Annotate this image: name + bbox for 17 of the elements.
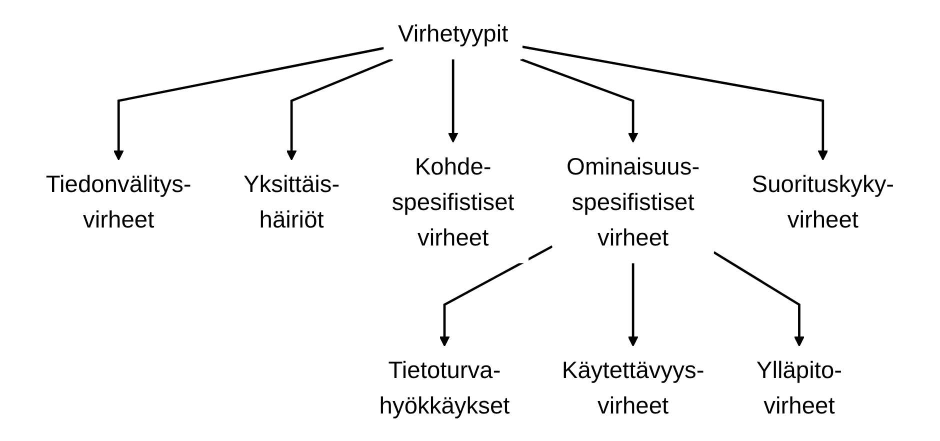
arrow xyxy=(522,46,828,161)
node-text: Kohde- spesifistiset virheet xyxy=(392,154,514,252)
arrow xyxy=(448,59,458,143)
node-text: Ylläpito- virheet xyxy=(756,358,842,420)
node-text: Yksittäis- häiriöt xyxy=(243,172,340,234)
arrow xyxy=(113,46,384,161)
node-text: Käytettävyys- virheet xyxy=(562,358,704,420)
node-text: Virhetyypit xyxy=(398,21,508,48)
node-text: Suorituskyky- virheet xyxy=(752,172,894,234)
arrow xyxy=(439,245,553,347)
arrow xyxy=(286,58,393,161)
arrow xyxy=(713,251,804,347)
arrow xyxy=(520,58,638,143)
node-text: Ominaisuus- spesifistiset virheet xyxy=(566,154,700,252)
node-text: Tietoturva- hyökkäykset xyxy=(379,358,510,420)
arrow xyxy=(628,263,638,347)
node-text: Tiedonvälitys- virheet xyxy=(46,172,192,234)
